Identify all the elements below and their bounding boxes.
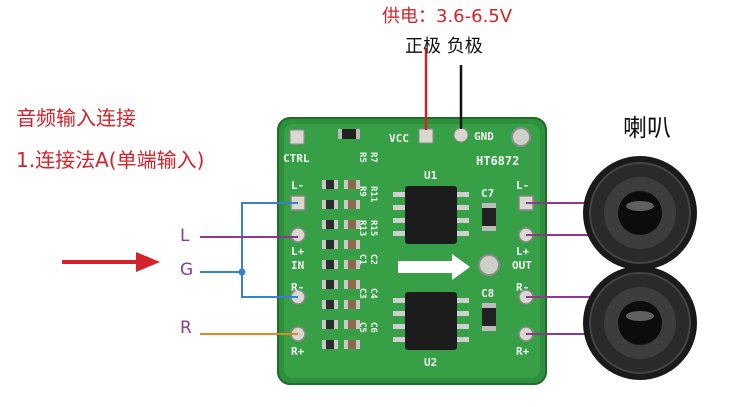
resistor [338, 129, 360, 139]
silk-component-code: C5 [357, 322, 367, 333]
wire-ground-blue [241, 202, 298, 298]
silk-component-code: R7 [368, 152, 378, 163]
ic-u1 [393, 186, 469, 244]
smd-component [344, 200, 360, 209]
input-wires [200, 202, 298, 335]
silk-out-rplus: R+ [516, 345, 530, 358]
pcb-board [277, 117, 547, 385]
smd-component [322, 340, 338, 349]
supply-label: 供电：3.6-6.5V [382, 6, 513, 27]
silk-c8: C8 [481, 287, 495, 300]
silk-in-lminus: L- [291, 179, 305, 192]
silk-ctrl: CTRL [283, 152, 310, 165]
silk-component-code: R13 [357, 220, 367, 237]
capacitor-c8 [482, 303, 496, 331]
smd-component [344, 300, 360, 309]
smd-component [322, 300, 338, 309]
pad-ctrl [289, 129, 305, 145]
silk-u1: U1 [424, 169, 438, 182]
vcc-pad [418, 128, 434, 144]
silk-in-rminus: R- [291, 281, 305, 294]
mount-hole [511, 127, 531, 147]
passive-components-left [322, 180, 360, 349]
speaker-top-icon [583, 156, 697, 270]
silk-component-code: R9 [357, 186, 367, 197]
silk-out-rminus: R- [516, 281, 530, 294]
smd-component [322, 240, 338, 249]
pad-in-lplus [290, 227, 306, 243]
smd-component [344, 320, 360, 329]
silk-component-code: R15 [368, 220, 378, 237]
gnd-pad [453, 127, 469, 143]
silk-in-rplus: R+ [291, 345, 305, 358]
silk-component-code: C2 [368, 254, 378, 265]
mount-hole [478, 254, 500, 276]
silk-component-code: R5 [357, 152, 367, 163]
silk-component-code: C4 [368, 288, 378, 299]
speaker-label: 喇叭 [623, 114, 671, 142]
silk-gnd: GND [474, 130, 494, 143]
silk-component-code: C1 [357, 254, 367, 265]
poles-label: 正极 负极 [405, 36, 483, 57]
silk-model: HT6872 [476, 154, 520, 168]
silk-out-lplus: L+ [516, 245, 530, 258]
silk-out-lminus: L- [516, 179, 530, 192]
section-title: 音频输入连接 [16, 106, 136, 130]
input-arrow-icon [62, 252, 160, 272]
junction-dot [238, 268, 246, 276]
input-label-r: R [180, 318, 192, 338]
smd-component [344, 340, 360, 349]
smd-component [322, 200, 338, 209]
smd-component [322, 260, 338, 269]
smd-component [344, 220, 360, 229]
section-subtitle: 1.连接法A(单端输入) [16, 148, 205, 172]
silk-vcc: VCC [389, 132, 409, 145]
input-label-l: L [180, 226, 190, 246]
silk-in-label: IN [291, 259, 305, 272]
smd-component [344, 240, 360, 249]
output-wires [526, 202, 598, 335]
input-label-g: G [180, 260, 194, 280]
smd-component [344, 280, 360, 289]
smd-component [322, 280, 338, 289]
capacitor-c7 [482, 203, 496, 231]
smd-component [322, 180, 338, 189]
smd-component [322, 220, 338, 229]
silk-c7: C7 [481, 187, 495, 200]
speaker-bottom-icon [583, 266, 697, 380]
silk-u2: U2 [424, 356, 438, 369]
silk-component-code: C3 [357, 288, 367, 299]
smd-component [322, 320, 338, 329]
silk-out-label: OUT [512, 259, 532, 272]
smd-component [344, 260, 360, 269]
board-arrow-icon [398, 254, 470, 280]
silk-in-lplus: L+ [291, 245, 305, 258]
ic-u2 [393, 292, 469, 350]
smd-component [344, 180, 360, 189]
silk-component-code: C6 [368, 322, 378, 333]
silk-component-code: R11 [368, 186, 378, 203]
